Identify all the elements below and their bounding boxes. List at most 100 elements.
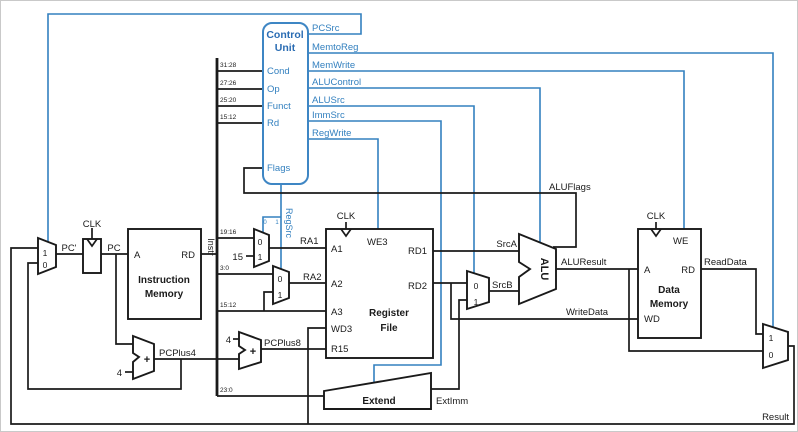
ra1-mux-zero: 0 (258, 237, 263, 247)
cu-input-rd: Rd (267, 118, 279, 129)
signal-ra2: RA2 (303, 272, 321, 283)
wire-result-loop (10, 247, 795, 425)
signal-pcsrc: PCSrc (312, 23, 340, 34)
ra1-mux (253, 227, 270, 269)
cu-input-flags: Flags (267, 163, 290, 174)
dm-title1: Data (658, 285, 680, 296)
dm-port-wd: WD (644, 314, 660, 325)
wire-pcsrc (47, 13, 362, 244)
wire-readdata (698, 268, 766, 335)
wire-alucontrol (305, 87, 541, 247)
rf-title1: Register (369, 308, 409, 319)
dm-port-we: WE (673, 236, 688, 247)
bits-imm: 23:0 (220, 387, 233, 394)
bits-ra2: 3:0 (220, 265, 229, 272)
wire-memtoreg (305, 52, 774, 331)
signal-pc-next: PC' (61, 243, 76, 254)
cu-input-funct: Funct (267, 101, 291, 112)
wire-pcplus4-feedback (27, 262, 182, 390)
wire-aluflags (243, 167, 577, 248)
const-four-2: 4 (226, 335, 231, 346)
rf-port-r15: R15 (331, 344, 348, 355)
const-fifteen: 15 (232, 252, 243, 263)
ra2-mux-one: 1 (278, 290, 283, 300)
srcb-mux (466, 269, 490, 311)
register-file-box (325, 228, 434, 359)
dm-port-rd: RD (681, 265, 695, 276)
control-unit-box (262, 22, 309, 185)
bits-rd: 15:12 (220, 114, 237, 121)
result-mux-zero: 0 (769, 350, 774, 360)
data-memory-box (637, 228, 702, 339)
ra1-mux-one: 1 (258, 252, 263, 262)
imem-port-a: A (134, 250, 141, 261)
clk-wedge-regfile (340, 228, 352, 238)
instruction-memory-box (127, 228, 202, 320)
control-unit-title2: Unit (275, 42, 296, 54)
wire-extimm (428, 299, 470, 390)
data-wires (10, 58, 795, 425)
rf-port-we3: WE3 (367, 237, 388, 248)
bits-op: 27:26 (220, 80, 237, 87)
ra2-mux (272, 264, 290, 306)
signal-aluflags: ALUFlags (549, 182, 591, 193)
rf-port-rd1: RD1 (408, 246, 427, 257)
signal-pcplus8: PCPlus8 (264, 338, 301, 349)
rf-title2: File (380, 323, 398, 334)
labels: Control Unit Cond Op Funct Rd Flags PCSr… (43, 23, 790, 423)
bits-a3: 15:12 (220, 302, 237, 309)
dm-title2: Memory (650, 299, 689, 310)
clk-wedge-pc (86, 238, 98, 248)
signal-srca: SrcA (496, 239, 517, 250)
control-unit-title1: Control (266, 29, 303, 41)
clk-label-regfile: CLK (337, 211, 356, 222)
wire-regsrc (262, 181, 282, 271)
wire-memwrite (305, 70, 685, 233)
cu-input-op: Op (267, 84, 280, 95)
wire-tap-a3 (217, 291, 329, 312)
signal-memwrite: MemWrite (312, 60, 355, 71)
signal-writedata: WriteData (566, 307, 609, 318)
signal-srcb: SrcB (492, 280, 513, 291)
bits-funct: 25:20 (220, 97, 237, 104)
result-mux-one: 1 (769, 333, 774, 343)
imem-title1: Instruction (138, 275, 190, 286)
rf-port-a3: A3 (331, 307, 343, 318)
bits-cond: 31:28 (220, 62, 237, 69)
regsrc-bit0: 0 (263, 220, 267, 226)
wire-result-to-wd3 (307, 327, 329, 424)
pcplus4-adder (132, 334, 155, 381)
wire-immsrc (305, 120, 442, 386)
clk-label-datamem: CLK (647, 211, 666, 222)
cu-input-cond: Cond (267, 66, 290, 77)
clk-wedge-datamem (650, 228, 662, 238)
signal-ra1: RA1 (300, 236, 318, 247)
adder2-plus: + (250, 346, 256, 358)
control-wires (47, 13, 774, 386)
pc-mux (37, 236, 57, 276)
extend-box (323, 371, 432, 410)
wire-writedata (450, 283, 641, 320)
signal-regwrite: RegWrite (312, 128, 351, 139)
imem-port-rd: RD (181, 250, 195, 261)
srcb-mux-one: 1 (474, 297, 479, 307)
const-four-1: 4 (117, 368, 122, 379)
signal-immsrc: ImmSrc (312, 110, 345, 121)
signal-regsrc: RegSrc (284, 208, 294, 239)
alu-shape (518, 232, 557, 306)
signal-readdata: ReadData (704, 257, 747, 268)
signal-alucontrol: ALUControl (312, 77, 361, 88)
rf-port-wd3: WD3 (331, 324, 352, 335)
signal-pc: PC (107, 243, 120, 254)
ra2-mux-zero: 0 (278, 274, 283, 284)
wire-regwrite (305, 138, 379, 233)
extend-label: Extend (362, 396, 395, 407)
wire-pc (98, 253, 136, 345)
pc-mux-zero: 0 (43, 260, 48, 270)
pcplus8-adder (238, 330, 262, 371)
wire-aluresult (553, 268, 766, 352)
rf-port-a2: A2 (331, 279, 343, 290)
rf-port-rd2: RD2 (408, 281, 427, 292)
